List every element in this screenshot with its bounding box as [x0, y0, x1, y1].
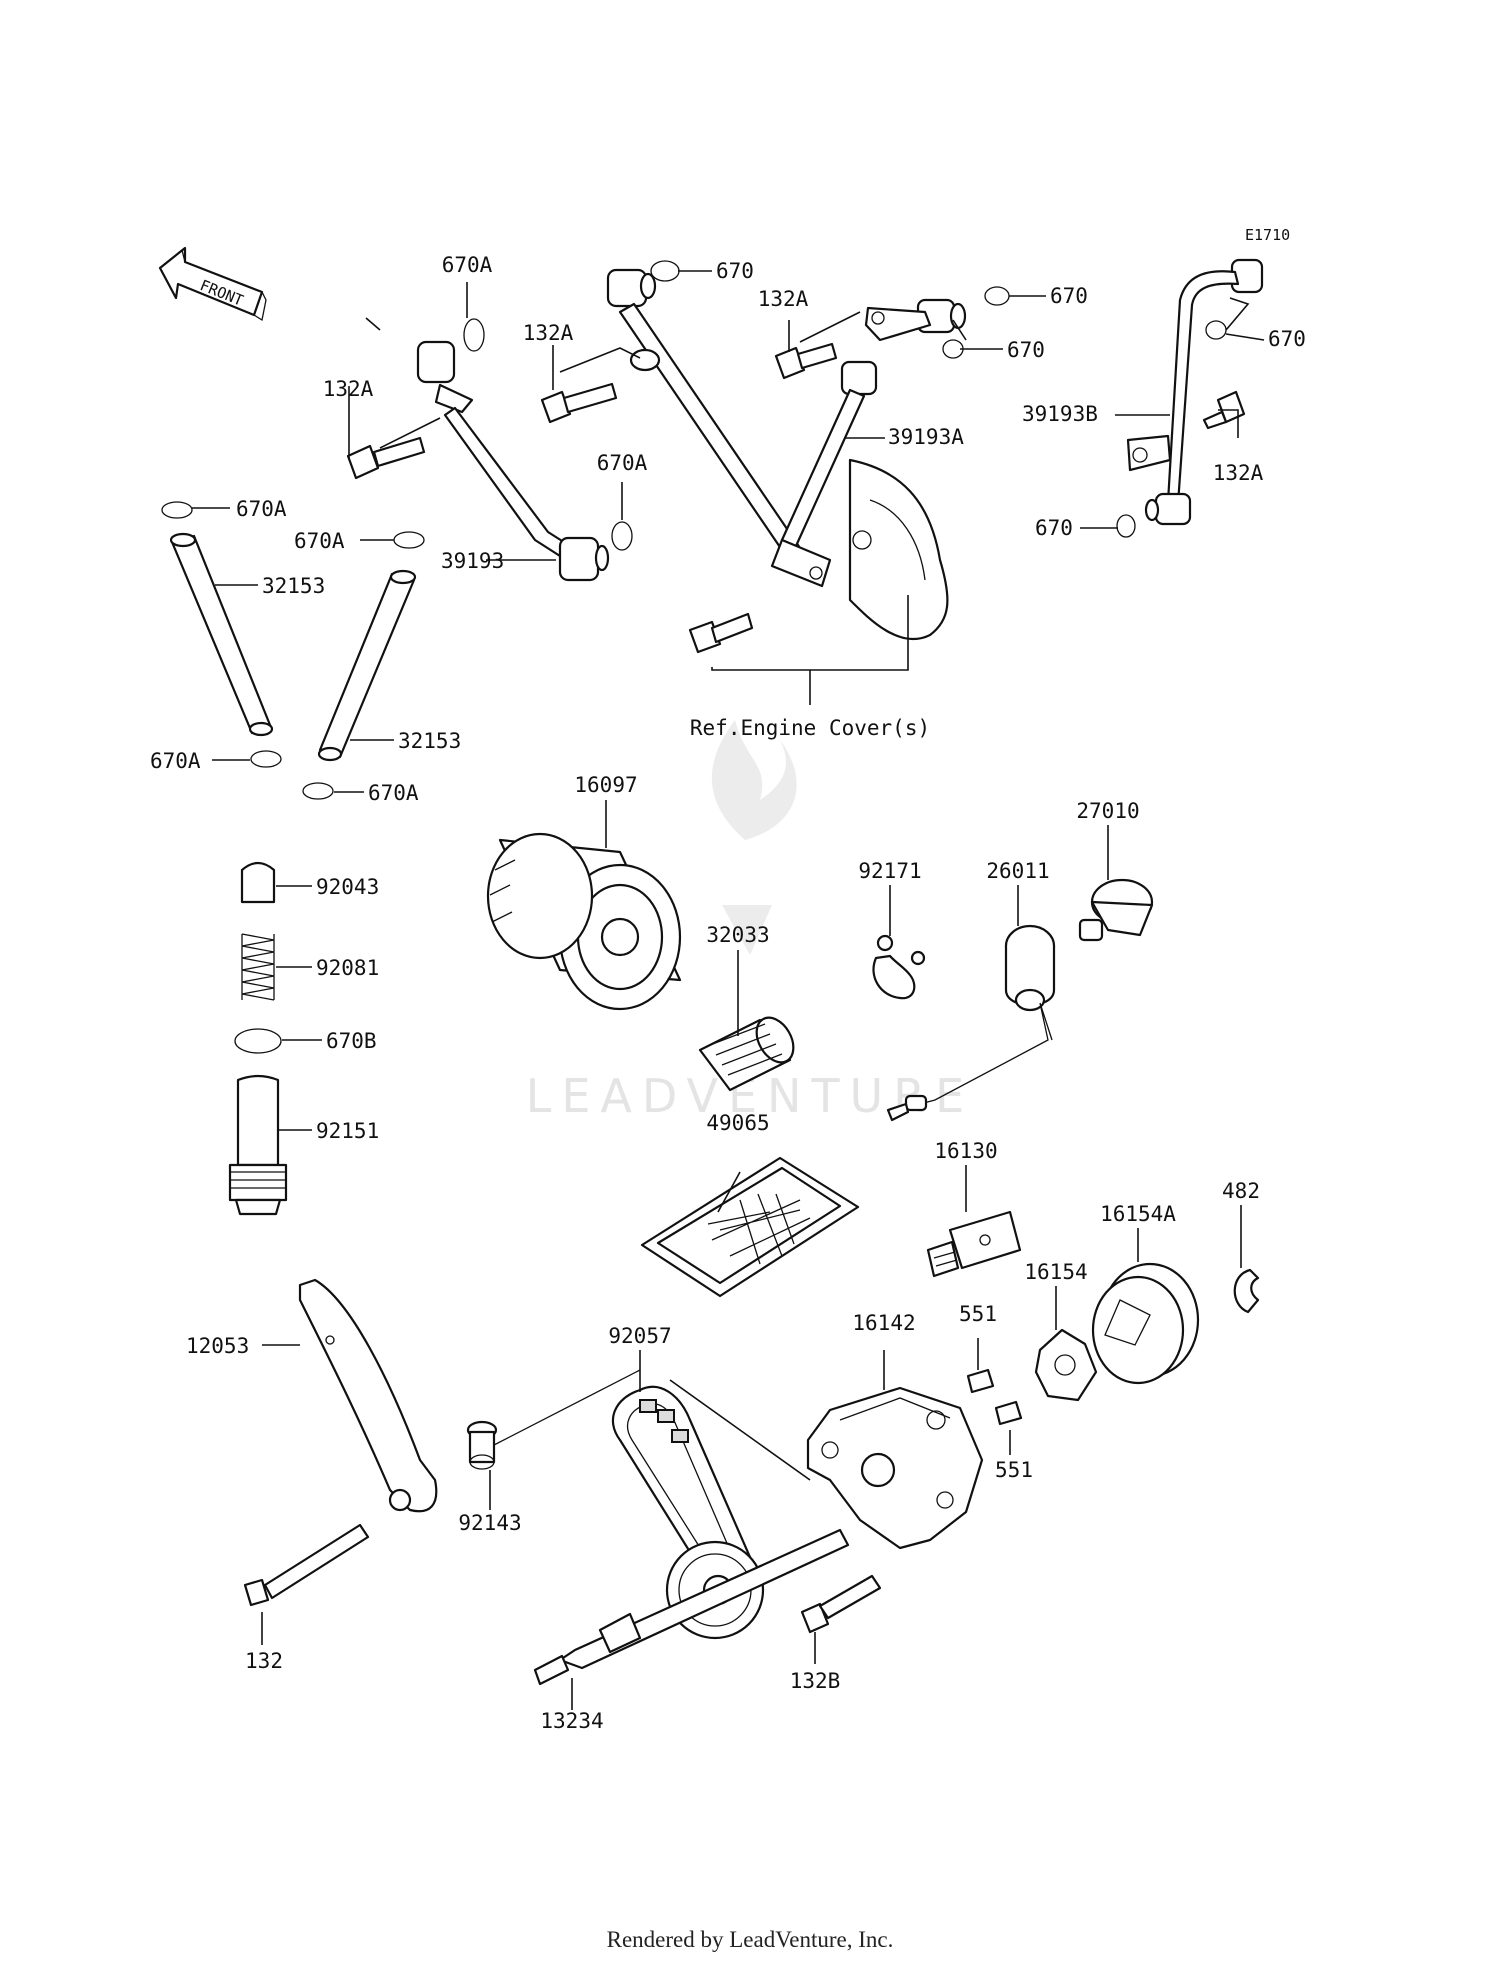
relief-valve-cap-92043 — [240, 861, 276, 904]
oil-pressure-switch-27010 — [1078, 878, 1154, 942]
o-ring-670a-f — [302, 782, 334, 800]
o-ring-670-a — [650, 260, 680, 282]
callout-670a: 670A — [294, 529, 345, 553]
o-ring-670-e — [1116, 514, 1136, 538]
callout-16154: 16154 — [1024, 1260, 1087, 1284]
callout-39193b: 39193B — [1022, 402, 1098, 426]
callout-92143: 92143 — [458, 1511, 521, 1535]
oil-pump-16142 — [669, 1379, 984, 1550]
callout-670a: 670A — [150, 749, 201, 773]
o-ring-670a-a — [463, 318, 485, 352]
o-ring-670a-b — [611, 521, 633, 551]
pump-shaft-13234 — [533, 1528, 850, 1686]
callout-670: 670 — [1050, 284, 1088, 308]
collar-92143 — [466, 1369, 641, 1470]
tube-32153-left — [169, 532, 274, 737]
callout-13234: 13234 — [540, 1709, 603, 1733]
callout-92151: 92151 — [316, 1119, 379, 1143]
callout-670: 670 — [1035, 516, 1073, 540]
valve-body-92151 — [228, 1074, 288, 1216]
oil-filter-16097 — [486, 832, 682, 1011]
callout-551: 551 — [959, 1302, 997, 1326]
callout-670a: 670A — [442, 253, 493, 277]
ref-engine-cover-note: Ref.Engine Cover(s) — [690, 716, 930, 740]
spring-92081 — [241, 933, 275, 1001]
callout-670: 670 — [716, 259, 754, 283]
callout-32153: 32153 — [398, 729, 461, 753]
o-rings — [161, 260, 1227, 1054]
bolt-132a-top — [774, 342, 838, 380]
bolt-132 — [243, 1523, 370, 1607]
callout-26011: 26011 — [986, 859, 1049, 883]
callout-labels: 670A 670 132A 670 670 670 132A 132A 3919… — [150, 253, 1306, 1733]
chain-link-c — [671, 1429, 689, 1443]
engine-cover-reference: Ref.Engine Cover(s) — [688, 458, 949, 740]
callout-92081: 92081 — [316, 956, 379, 980]
flame-logo-icon — [711, 720, 797, 955]
callout-132a: 132A — [758, 287, 809, 311]
o-ring-670a-c — [161, 501, 193, 519]
callout-32153: 32153 — [262, 574, 325, 598]
fitting-16130 — [926, 1210, 1022, 1278]
oil-pipe-39193a — [606, 268, 967, 588]
callout-92043: 92043 — [316, 875, 379, 899]
callout-16130: 16130 — [934, 1139, 997, 1163]
callout-32033: 32033 — [706, 923, 769, 947]
callout-92171: 92171 — [858, 859, 921, 883]
o-ring-670a-e — [250, 750, 282, 768]
front-arrow-icon: FRONT — [158, 246, 267, 322]
chain-guide-12053 — [298, 1278, 438, 1513]
chain-link-b — [657, 1409, 675, 1423]
callout-670a: 670A — [236, 497, 287, 521]
callout-670: 670 — [1268, 327, 1306, 351]
oil-pipe-39193b — [1126, 258, 1264, 526]
callout-16154a: 16154A — [1100, 1202, 1176, 1226]
tube-32153-right — [317, 569, 417, 762]
leader-lines — [192, 270, 1265, 1710]
callout-132: 132 — [245, 1649, 283, 1673]
callout-39193a: 39193A — [888, 425, 964, 449]
callout-670a: 670A — [597, 451, 648, 475]
o-ring-670a-d — [393, 531, 425, 549]
callout-27010: 27010 — [1076, 799, 1139, 823]
rotor-16154 — [1034, 1328, 1098, 1402]
o-ring-670-d — [1205, 320, 1227, 340]
callout-132a: 132A — [323, 377, 374, 401]
callout-12053: 12053 — [186, 1334, 249, 1358]
callout-39193: 39193 — [441, 549, 504, 573]
callout-132b: 132B — [790, 1669, 841, 1693]
callout-551: 551 — [995, 1458, 1033, 1482]
callout-132a: 132A — [1213, 461, 1264, 485]
footer-credit: Rendered by LeadVenture, Inc. — [607, 1927, 894, 1952]
callout-92057: 92057 — [608, 1324, 671, 1348]
bolt-132a-mid — [540, 382, 618, 424]
pin-551-lower — [994, 1400, 1023, 1426]
diagram-code: E1710 — [1245, 226, 1290, 244]
oil-pipe-39193 — [416, 340, 610, 582]
callout-670a: 670A — [368, 781, 419, 805]
rotor-16154a — [1091, 1262, 1200, 1385]
callout-16142: 16142 — [852, 1311, 915, 1335]
chain-link-a — [639, 1399, 657, 1413]
callout-49065: 49065 — [706, 1111, 769, 1135]
callout-670b: 670B — [326, 1029, 377, 1053]
callout-482: 482 — [1222, 1179, 1260, 1203]
callout-670: 670 — [1007, 338, 1045, 362]
bolt-132b — [800, 1574, 882, 1634]
callout-16097: 16097 — [574, 773, 637, 797]
oil-screen-49065 — [640, 1156, 860, 1298]
o-ring-670-b — [984, 286, 1010, 306]
clamp-92171 — [872, 934, 926, 1000]
bolt-132a-left — [346, 436, 426, 480]
circlip-482 — [1233, 1268, 1260, 1314]
sensor-26011 — [886, 924, 1056, 1122]
o-ring-670b — [234, 1028, 282, 1054]
callout-132a: 132A — [523, 321, 574, 345]
pin-551-upper — [966, 1368, 995, 1394]
